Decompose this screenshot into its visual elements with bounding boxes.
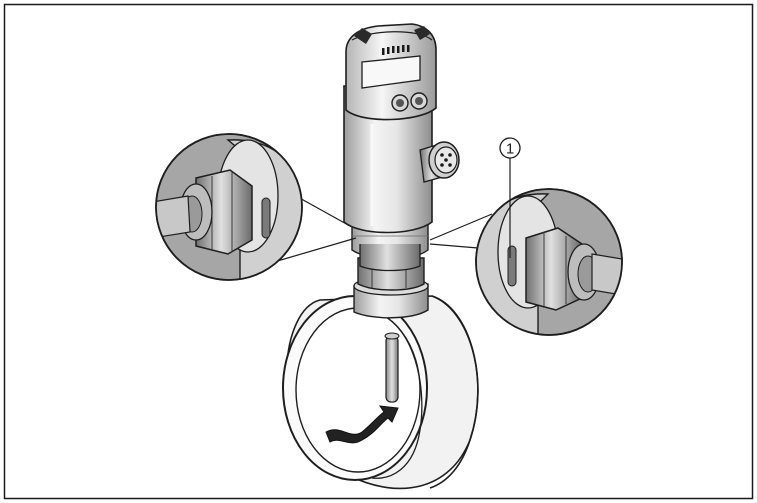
detail-magnifier-right xyxy=(475,188,623,336)
callout-number: 1 xyxy=(506,141,514,158)
display-window xyxy=(361,55,421,89)
flow-direction-arrow-icon xyxy=(325,405,399,444)
flow-sensor-icon xyxy=(343,23,437,272)
led-indicator-icon xyxy=(382,45,410,55)
sensor-probe xyxy=(384,332,400,403)
pipe-icon xyxy=(282,295,479,490)
callout-1: 1 xyxy=(499,137,521,258)
magnifier-leader-lines xyxy=(273,195,493,263)
m12-connector-icon xyxy=(419,141,460,183)
